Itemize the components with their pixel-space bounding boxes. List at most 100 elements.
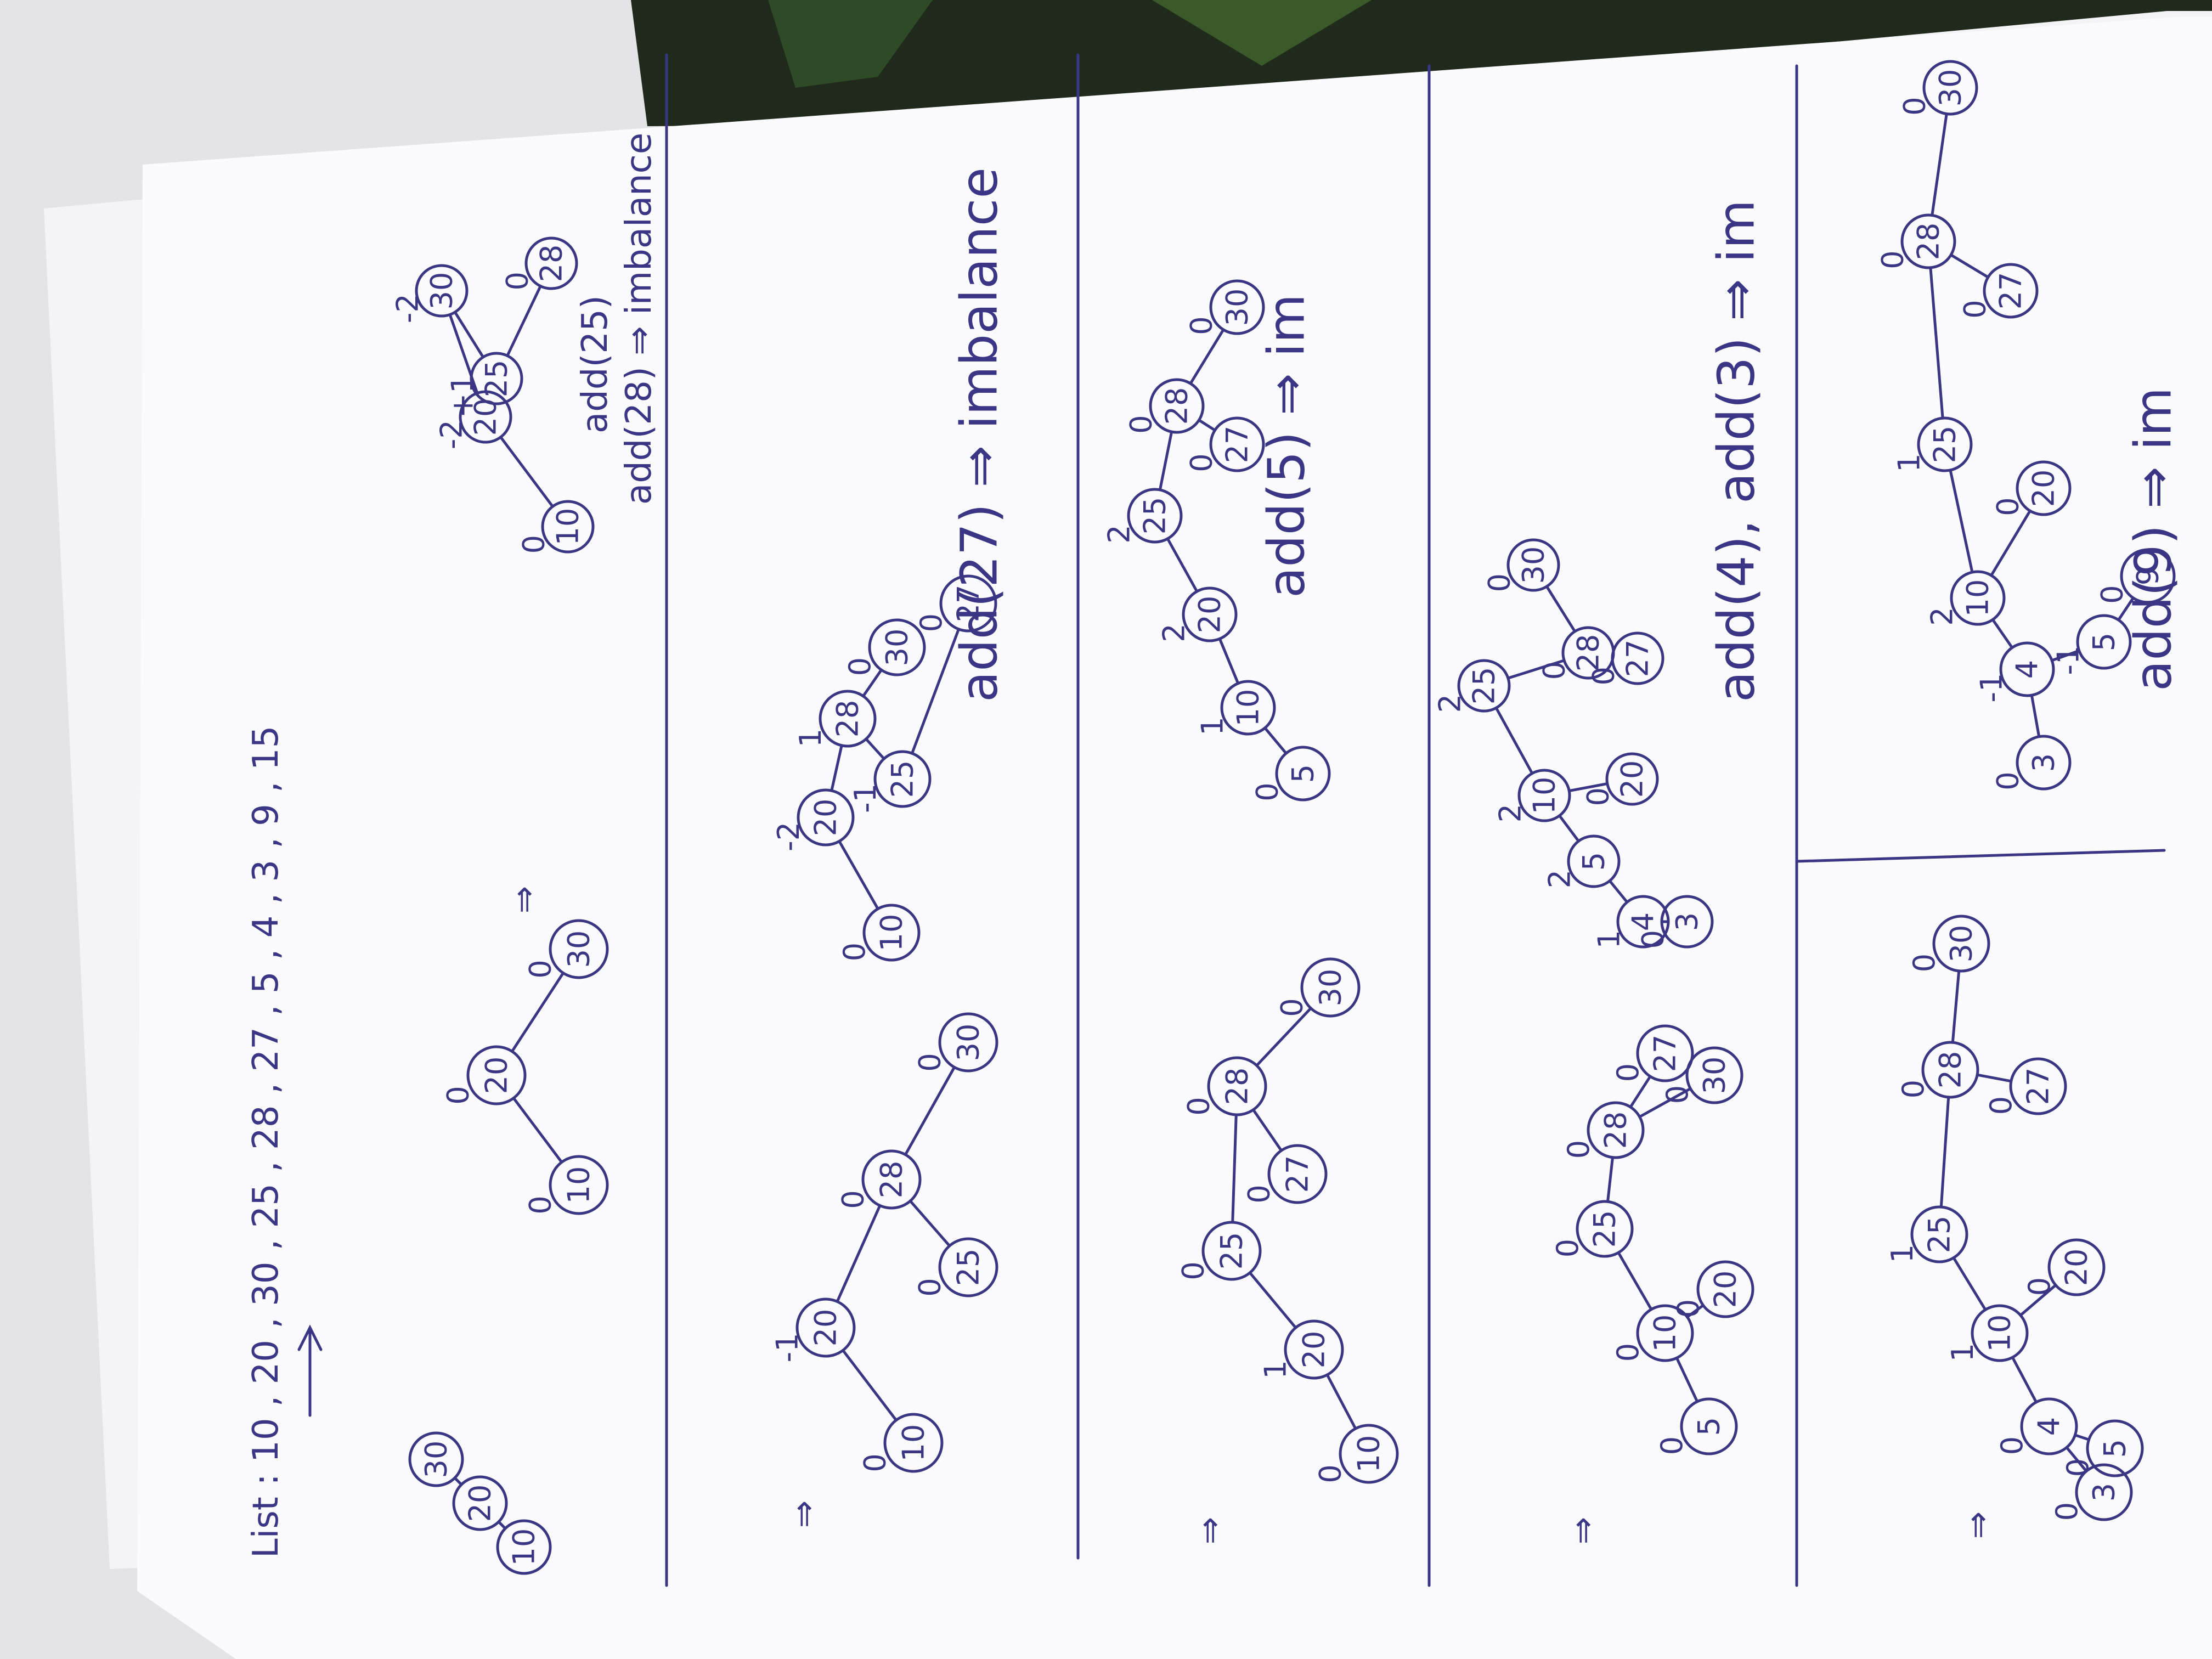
tree-node: 281	[793, 690, 877, 748]
node-circle	[868, 618, 926, 676]
node-value: 4	[1626, 912, 1661, 931]
tree-node: 25+1	[445, 352, 523, 418]
node-circle	[1611, 631, 1664, 685]
balance-factor: -2	[434, 420, 469, 449]
balance-factor: 0	[1611, 1343, 1645, 1362]
node-value: 27	[1280, 1155, 1315, 1193]
balance-factor: 1	[1195, 716, 1230, 735]
node-circle	[1950, 570, 2006, 626]
node-value: 20	[2027, 470, 2061, 507]
arrow-glyph: ⇒	[505, 886, 543, 913]
tree-node: 270	[1586, 631, 1664, 685]
balance-factor: 0	[1313, 1464, 1347, 1483]
node-value: 28	[1599, 1111, 1633, 1149]
tree-node: 270	[1984, 1057, 2067, 1115]
tree-edge	[499, 436, 554, 508]
tree-edge	[2065, 1446, 2088, 1473]
node-value: 9	[2131, 567, 2165, 585]
arrow-glyph: ⇒	[785, 1500, 823, 1528]
node-circle	[2075, 1463, 2133, 1521]
node-circle	[2009, 1057, 2067, 1115]
balance-factor: 0	[1991, 771, 2025, 790]
node-circle	[1209, 416, 1265, 472]
tree-node: 250	[1176, 1221, 1262, 1281]
arrow-glyph: ⇒	[1564, 1517, 1602, 1544]
balance-factor: 0	[1898, 97, 1932, 115]
node-value: 20	[479, 1057, 514, 1094]
balance-factor: 0	[1537, 661, 1571, 680]
node-circle	[496, 1519, 552, 1575]
node-circle	[1971, 1304, 2029, 1362]
tree-node: 270	[1958, 263, 2039, 319]
tree-node: 200	[1671, 1260, 1754, 1318]
node-value: 25	[1138, 497, 1172, 535]
tree-node: 20-2	[434, 390, 512, 449]
tree-node: 100	[857, 1413, 944, 1473]
node-circle	[2047, 1238, 2106, 1296]
tree-node: 4-1	[1974, 641, 2055, 703]
tree-edge	[1685, 1304, 1705, 1319]
tree-node: 201	[1258, 1319, 1344, 1380]
node-circle	[1209, 279, 1265, 335]
tree-edge	[1325, 1373, 1357, 1430]
tree-edge	[1166, 537, 1199, 593]
node-value: 10	[562, 1166, 596, 1204]
node-circle	[466, 1045, 527, 1105]
tree-edge	[1931, 112, 1948, 217]
node-value: 25	[1215, 1232, 1249, 1270]
tree-edge	[842, 1348, 898, 1422]
balance-factor: 1	[793, 729, 828, 747]
tree-edge	[506, 285, 542, 357]
tree-edge	[1189, 328, 1225, 385]
node-circle	[1660, 895, 1714, 949]
node-circle	[883, 1413, 944, 1473]
balance-factor: 2	[1493, 804, 1527, 822]
balance-factor: 2	[1102, 524, 1137, 543]
tree-node: 250	[1550, 1200, 1634, 1258]
tree-node: 30	[1635, 895, 1714, 949]
tree-node: 280	[1876, 213, 1956, 269]
node-value: 27	[1220, 426, 1255, 464]
tree-node: 50	[1655, 1397, 1738, 1455]
tree-node: 280	[1124, 378, 1205, 434]
balance-factor: 0	[1250, 782, 1285, 801]
tree-node: 101	[1195, 680, 1276, 736]
list-header: List : 10 , 20 , 30 , 25 , 28 , 27 , 5 ,…	[246, 726, 286, 1558]
tree-node: 270	[1242, 1144, 1328, 1204]
tree-node: 300	[1482, 538, 1560, 592]
balance-factor: 0	[1907, 953, 1942, 972]
node-value: 20	[809, 799, 843, 837]
tree-edge	[1929, 266, 1944, 420]
tree-edge	[1990, 509, 2032, 577]
node-value: 27	[1648, 1035, 1683, 1073]
node-circle	[938, 1012, 998, 1073]
node-value: 28	[874, 1161, 909, 1199]
balance-factor: 0	[1896, 1080, 1931, 1098]
balance-factor: 0	[500, 272, 534, 290]
note-add-9: add(9) ⇒ im	[2124, 387, 2183, 691]
tree-node: 280	[500, 236, 578, 290]
tree-node: 30	[2050, 1463, 2133, 1521]
node-value: 30	[1313, 969, 1348, 1007]
tree-edge	[1951, 969, 1961, 1044]
arrow-glyph: ⇒	[1190, 1517, 1229, 1544]
node-circle	[1284, 1319, 1344, 1380]
balance-factor: 0	[1958, 300, 1993, 318]
balance-factor: 0	[1561, 1140, 1596, 1159]
balance-factor: 1	[1892, 453, 1927, 472]
node-value: 5	[2098, 1439, 2132, 1458]
tree-edge	[1939, 1096, 1950, 1209]
tree-layer: 10203020010030020-210030-225+128020-1100…	[390, 60, 2176, 1575]
node-circle	[549, 919, 609, 979]
node-circle	[2086, 1419, 2144, 1477]
tree-node: 30	[408, 1431, 464, 1487]
tree-edge	[2117, 596, 2135, 622]
note-add-25: add(25)	[575, 295, 616, 433]
tree-edge	[1558, 814, 1580, 843]
tree-edge	[453, 1476, 463, 1486]
tree-node: 30-2	[390, 264, 469, 323]
